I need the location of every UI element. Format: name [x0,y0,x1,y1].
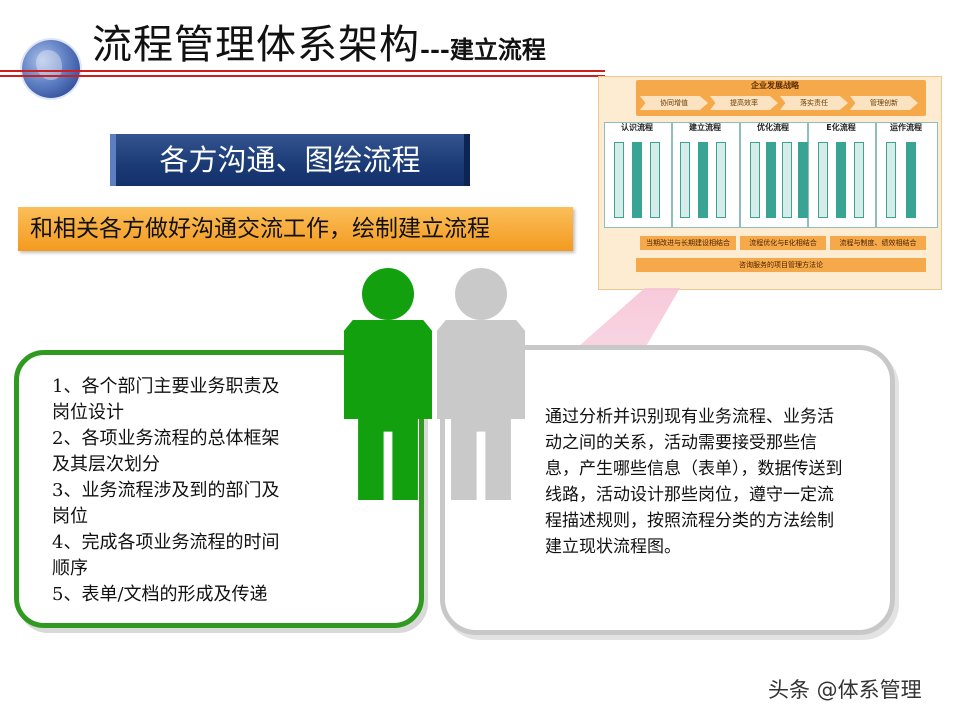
diagram-bottom-arrow: 流程与制度、绩效相结合 [830,236,926,250]
list-item: 顺序 [52,558,88,579]
diagram-column-title: 优化流程 [757,123,789,132]
green-person-head-icon [362,268,414,320]
section-banner: 各方沟通、图绘流程 [110,134,470,186]
diagram-column-title: 建立流程 [689,123,721,132]
watermark: 头条 @体系管理 [768,678,922,702]
gray-person-head-icon [455,268,507,320]
diagram-column-title: E化流程 [826,123,856,132]
diagram-step [680,142,690,218]
header-divider-top [0,70,605,72]
diagram-step [766,142,776,218]
list-item: 1、各个部门主要业务职责及 [52,376,280,397]
diagram-step [698,142,708,218]
diagram-bottom-arrow: 流程优化与E化相结合 [740,236,826,250]
diagram-bottom-arrow: 当期改进与长期建设相结合 [640,236,736,250]
page-title: 流程管理体系架构---建立流程 [92,20,546,70]
diagram-step [836,142,846,218]
diagram-top-label: 企业发展战略 [751,81,799,90]
diagram-top-arrow: 落实责任 [780,96,848,110]
header-divider-bottom [0,75,605,77]
diagram-step [750,142,760,218]
logo-globe-icon [22,40,80,98]
right-description-text: 通过分析并识别现有业务流程、业务活动之间的关系，活动需要接受那些信息，产生哪些信… [545,407,843,557]
diagram-top-arrow: 提高效率 [710,96,778,110]
diagram-step [906,142,916,218]
list-item: 岗位 [52,506,88,527]
diagram-top-arrow: 协同增值 [640,96,708,110]
diagram-step [886,142,896,218]
diagram-column-title: 运作流程 [890,123,922,132]
diagram-step [716,142,726,218]
list-item: 2、各项业务流程的总体框架 [52,428,280,449]
subtitle-bar: 和相关各方做好沟通交流工作，绘制建立流程 [18,207,573,251]
left-list: 1、各个部门主要业务职责及 岗位设计 2、各项业务流程的总体框架 及其层次划分 … [52,374,352,608]
diagram-bottom-label: 咨询服务的项目管理方法论 [636,258,926,272]
diagram-step [782,142,792,218]
diagram-step [614,142,624,218]
page-title-main: 流程管理体系架构 [92,22,420,68]
list-item: 岗位设计 [52,402,124,423]
page-title-sub: ---建立流程 [420,35,546,64]
diagram-top-arrow: 管理创新 [850,96,918,110]
diagram-step [854,142,864,218]
list-item: 4、完成各项业务流程的时间 [52,532,280,553]
list-item: 5、表单/文档的形成及传递 [52,584,268,605]
diagram-column-title: 认识流程 [621,123,653,132]
list-item: 3、业务流程涉及到的部门及 [52,480,280,501]
list-item: 及其层次划分 [52,454,160,475]
diagram-step [798,142,808,218]
diagram-step [650,142,660,218]
diagram-step [632,142,642,218]
diagram-step [818,142,828,218]
